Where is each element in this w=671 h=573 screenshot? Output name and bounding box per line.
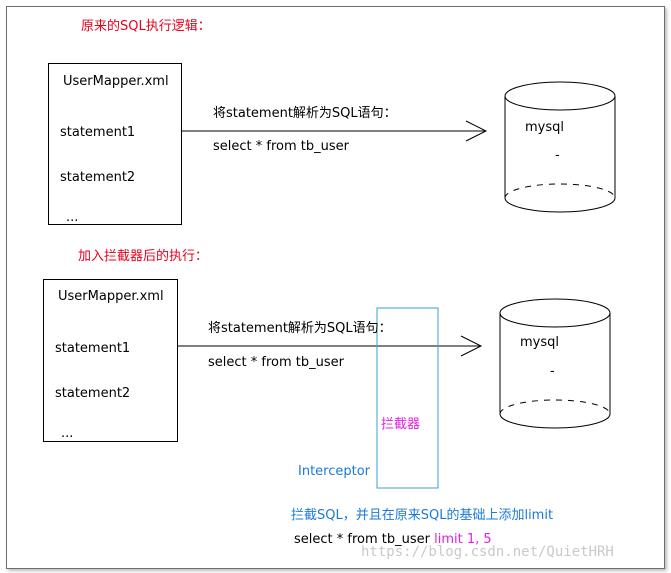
interceptor-name: Interceptor <box>298 464 371 479</box>
bottom-sql-text: select * from tb_user <box>208 355 344 370</box>
top-mapper-item: statement2 <box>60 170 136 185</box>
bottom-arrow-label: 将statement解析为SQL语句： <box>208 321 392 336</box>
top-database-cylinder <box>504 81 616 213</box>
bottom-mapper-item: statement1 <box>55 341 131 356</box>
bottom-database-cylinder <box>499 298 611 429</box>
final-sql: select * from tb_user limit 1, 5 <box>294 532 492 548</box>
interceptor-box-label: 拦截器 <box>381 417 421 432</box>
bottom-heading: 加入拦截器后的执行： <box>78 249 209 264</box>
top-mapper-box: UserMapper.xml statement1 statement2 ... <box>48 63 182 225</box>
bottom-mapper-title: UserMapper.xml <box>58 289 164 304</box>
top-sql-text: select * from tb_user <box>213 139 349 154</box>
bottom-db-mark: - <box>550 364 555 379</box>
bottom-mapper-box: UserMapper.xml statement1 statement2 ... <box>43 279 178 442</box>
top-db-mark: - <box>555 148 560 163</box>
bottom-db-label: mysql <box>520 335 559 350</box>
watermark-text: https://blog.csdn.net/QuietHRH <box>361 544 614 560</box>
top-mapper-title: UserMapper.xml <box>63 74 169 89</box>
top-flow-arrow <box>175 120 488 142</box>
interceptor-note: 拦截SQL，并且在原来SQL的基础上添加limit <box>291 508 554 523</box>
top-heading: 原来的SQL执行逻辑： <box>81 19 211 34</box>
bottom-mapper-item: ... <box>61 426 74 441</box>
bottom-mapper-item: statement2 <box>55 386 131 401</box>
top-arrow-label: 将statement解析为SQL语句： <box>213 106 397 121</box>
final-sql-limit: limit 1, 5 <box>434 532 492 547</box>
top-mapper-item: ... <box>66 210 79 225</box>
top-db-label: mysql <box>525 120 564 135</box>
top-mapper-item: statement1 <box>60 125 136 140</box>
final-sql-prefix: select * from tb_user <box>294 532 430 547</box>
interceptor-box <box>376 307 439 489</box>
bottom-flow-arrow <box>171 335 483 357</box>
